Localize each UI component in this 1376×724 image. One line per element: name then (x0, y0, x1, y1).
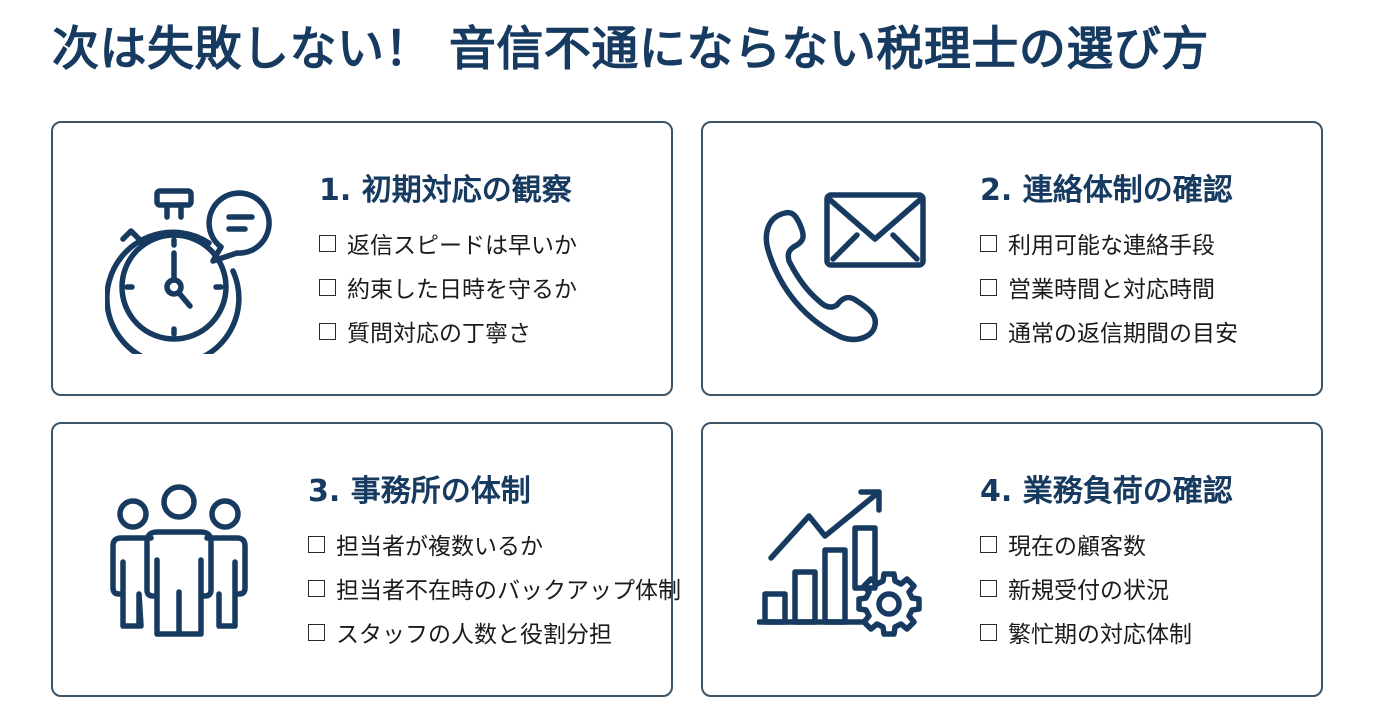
checklist: 担当者が複数いるか 担当者不在時のバックアップ体制 スタッフの人数と役割分担 (308, 522, 681, 654)
phone-and-mail-icon (763, 192, 926, 343)
checkbox[interactable] (308, 579, 325, 597)
checklist: 現在の顧客数 新規受付の状況 繁忙期の対応体制 (980, 522, 1233, 654)
card-heading: 1. 初期対応の観察 (319, 173, 572, 208)
checklist-item-label: 返信スピードは早いか (347, 233, 577, 259)
checklist-item-label: スタッフの人数と役割分担 (336, 622, 612, 648)
checklist: 返信スピードは早いか 約束した日時を守るか 質問対応の丁寧さ (319, 221, 577, 353)
checkbox[interactable] (980, 579, 997, 597)
stopwatch-with-speech-bubble-icon (105, 188, 272, 354)
checklist-item[interactable]: 返信スピードは早いか (319, 221, 577, 265)
checkbox[interactable] (980, 535, 997, 553)
checklist: 利用可能な連絡手段 営業時間と対応時間 通常の返信期間の目安 (980, 221, 1238, 353)
checkbox[interactable] (980, 322, 997, 340)
card-initial-response: 1. 初期対応の観察 返信スピードは早いか 約束した日時を守るか 質問対応の丁寧… (51, 121, 673, 396)
card-office-structure: 3. 事務所の体制 担当者が複数いるか 担当者不在時のバックアップ体制 スタッフ… (51, 422, 681, 697)
checklist-item[interactable]: 利用可能な連絡手段 (980, 221, 1238, 265)
checklist-item-label: 繁忙期の対応体制 (1008, 622, 1192, 648)
checklist-item[interactable]: スタッフの人数と役割分担 (308, 610, 681, 654)
card-body: 3. 事務所の体制 担当者が複数いるか 担当者不在時のバックアップ体制 スタッフ… (308, 470, 681, 654)
checklist-item[interactable]: 通常の返信期間の目安 (980, 309, 1238, 353)
checklist-item[interactable]: 約束した日時を守るか (319, 265, 577, 309)
checklist-item[interactable]: 質問対応の丁寧さ (319, 309, 577, 353)
team-people-icon (110, 484, 248, 637)
card-heading: 2. 連絡体制の確認 (980, 173, 1233, 208)
checklist-item-label: 新規受付の状況 (1008, 578, 1169, 604)
checkbox[interactable] (319, 234, 336, 252)
checklist-item[interactable]: 現在の顧客数 (980, 522, 1233, 566)
checkbox[interactable] (980, 278, 997, 296)
page-title: 次は失敗しない！ 音信不通にならない税理士の選び方 (52, 22, 1209, 77)
card-body: 1. 初期対応の観察 返信スピードは早いか 約束した日時を守るか 質問対応の丁寧… (319, 169, 577, 353)
checkbox[interactable] (308, 623, 325, 641)
card-workload: 4. 業務負荷の確認 現在の顧客数 新規受付の状況 繁忙期の対応体制 (701, 422, 1323, 697)
checklist-item[interactable]: 担当者不在時のバックアップ体制 (308, 566, 681, 610)
checklist-item-label: 担当者が複数いるか (336, 534, 543, 560)
checklist-item-label: 利用可能な連絡手段 (1008, 233, 1215, 259)
checklist-item[interactable]: 繁忙期の対応体制 (980, 610, 1233, 654)
checkbox[interactable] (319, 278, 336, 296)
checklist-item-label: 通常の返信期間の目安 (1008, 321, 1238, 347)
checklist-item-label: 営業時間と対応時間 (1008, 277, 1215, 303)
card-body: 2. 連絡体制の確認 利用可能な連絡手段 営業時間と対応時間 通常の返信期間の目… (980, 169, 1238, 353)
checkbox[interactable] (308, 535, 325, 553)
checkbox[interactable] (319, 322, 336, 340)
checklist-item-label: 現在の顧客数 (1008, 534, 1146, 560)
checkbox[interactable] (980, 623, 997, 641)
card-heading: 4. 業務負荷の確認 (980, 474, 1233, 509)
checklist-item[interactable]: 担当者が複数いるか (308, 522, 681, 566)
checklist-item[interactable]: 新規受付の状況 (980, 566, 1233, 610)
checklist-item[interactable]: 営業時間と対応時間 (980, 265, 1238, 309)
card-body: 4. 業務負荷の確認 現在の顧客数 新規受付の状況 繁忙期の対応体制 (980, 470, 1233, 654)
card-heading: 3. 事務所の体制 (308, 474, 531, 509)
checklist-item-label: 担当者不在時のバックアップ体制 (336, 578, 681, 604)
checkbox[interactable] (980, 234, 997, 252)
checklist-item-label: 約束した日時を守るか (347, 277, 577, 303)
growth-chart-with-gear-icon (757, 489, 922, 637)
card-contact-system: 2. 連絡体制の確認 利用可能な連絡手段 営業時間と対応時間 通常の返信期間の目… (701, 121, 1323, 396)
checklist-item-label: 質問対応の丁寧さ (347, 321, 531, 347)
